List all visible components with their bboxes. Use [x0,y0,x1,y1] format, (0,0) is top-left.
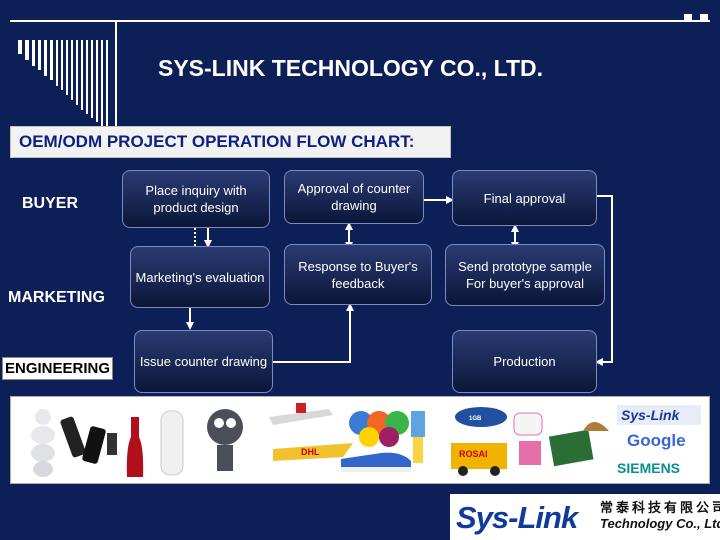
role-engineering: ENGINEERING [2,357,114,380]
cola-bottle-usb [126,417,144,477]
truck-usb: ROSAI [451,443,507,476]
product-photo-strip: DHL 1GB ROSAI [10,396,710,484]
logo-main-text: Sys-Link [456,500,578,535]
sneaker-usb [341,452,411,472]
role-marketing: MARKETING [8,289,105,306]
node-marketing-evaluation: Marketing's evaluation [130,246,270,308]
node-approval-counter-drawing: Approval of counter drawing [284,170,424,224]
node-final-approval: Final approval [452,170,597,226]
white-bottle-usb [160,410,184,476]
flow-chart-title: OEM/ODM PROJECT OPERATION FLOW CHART: [10,126,451,158]
product-usb-drives-image: DHL 1GB ROSAI [31,403,701,477]
svg-text:1GB: 1GB [469,416,482,422]
node-response-feedback: Response to Buyer's feedback [284,244,432,305]
figure-usb [207,409,243,471]
role-buyer: BUYER [22,195,79,212]
dhl-plane-usb: DHL [273,443,353,461]
arrow-issue-to-response [273,303,354,363]
dhl-label: DHL [301,447,320,457]
logo-chinese-text: 常泰科技有限公司 [600,500,720,515]
hello-kitty-usb [513,412,543,465]
node-production: Production [452,330,597,393]
brand-siemens: SIEMENS [617,460,680,476]
arrow-final-to-production [595,195,613,366]
company-title: SYS-LINK TECHNOLOGY CO., LTD. [158,55,544,81]
node-place-inquiry: Place inquiry with product design [122,170,270,228]
node-send-prototype: Send prototype sample For buyer's approv… [445,244,605,306]
peacock-usb [349,411,409,447]
rosai-label: ROSAI [459,449,488,459]
wristband-usb [548,429,594,467]
brand-google: Google [627,431,686,450]
node-issue-counter-drawing: Issue counter drawing [134,330,273,393]
decorative-bars [10,14,710,130]
company-logo: Sys-Link 常泰科技有限公司 Technology Co., Ltd. [450,494,720,540]
brand-logos: Sys-Link Google SIEMENS [617,405,701,476]
black-usb-drives [60,416,117,464]
airplane-usb [269,403,333,425]
logo-english-text: Technology Co., Ltd. [600,516,720,531]
mascot-usb [31,409,55,477]
shell-usb [583,422,609,431]
blue-oval-usb: 1GB [455,407,507,427]
character-usb [411,411,425,463]
brand-syslink: Sys-Link [621,407,681,423]
